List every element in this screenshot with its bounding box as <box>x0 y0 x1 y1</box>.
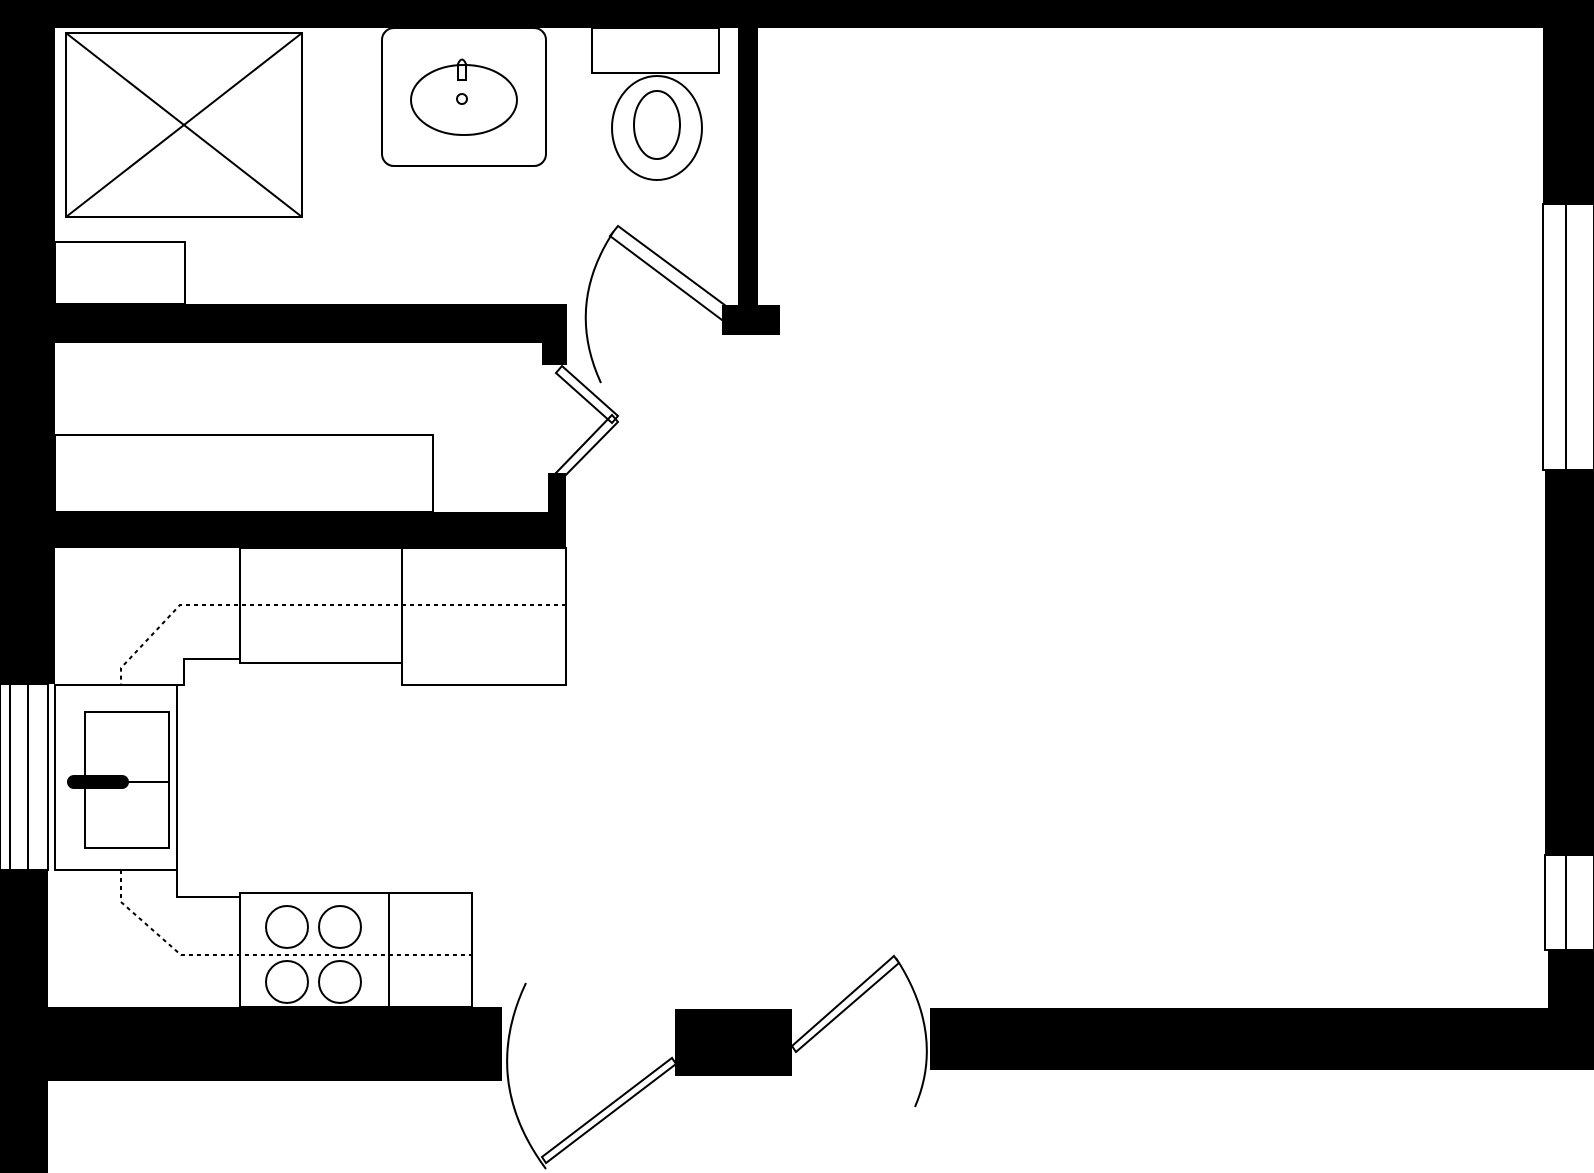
window-left <box>0 683 49 871</box>
closet-shelf <box>54 434 434 513</box>
closet-jamb-top <box>542 330 567 365</box>
wall-top <box>0 0 1594 28</box>
upper-cabinet-1 <box>239 547 403 664</box>
wall-right-mid <box>1545 470 1594 855</box>
bathroom-partition <box>738 0 758 334</box>
bathroom-closet-wall <box>55 304 567 343</box>
lower-dashed-line <box>120 870 472 956</box>
entry-door-left <box>506 982 678 1170</box>
lower-counter <box>176 870 240 898</box>
closet-bifold-door <box>554 364 620 481</box>
wall-bottom-right <box>930 1008 1594 1070</box>
window-right-lower <box>1544 854 1594 951</box>
shower-icon <box>65 32 303 218</box>
closet-kitchen-wall <box>55 512 566 548</box>
entry-doors <box>506 954 928 1170</box>
bathroom <box>54 27 720 305</box>
interior-walls <box>55 0 780 548</box>
upper-counter <box>55 548 241 686</box>
upper-dashed-line <box>120 604 566 685</box>
bath-shelf <box>54 241 186 305</box>
closet <box>54 364 620 513</box>
stove-icon <box>239 892 390 1008</box>
wall-left-upper <box>0 0 55 684</box>
sink-icon <box>381 27 547 167</box>
upper-cabinet-2 <box>401 547 567 686</box>
bathroom-wall-stub <box>722 305 780 335</box>
wall-right-upper <box>1543 0 1594 204</box>
toilet-icon <box>591 27 720 181</box>
bathroom-door <box>584 224 732 384</box>
wall-bottom-left <box>0 1007 502 1081</box>
kitchen <box>0 547 567 1008</box>
entry-pillar <box>675 1009 792 1076</box>
kitchen-sink-icon <box>54 684 178 871</box>
right-windows <box>1542 203 1594 951</box>
counter <box>388 892 473 1008</box>
entry-door-right <box>790 954 928 1108</box>
window-right-upper <box>1542 203 1594 471</box>
